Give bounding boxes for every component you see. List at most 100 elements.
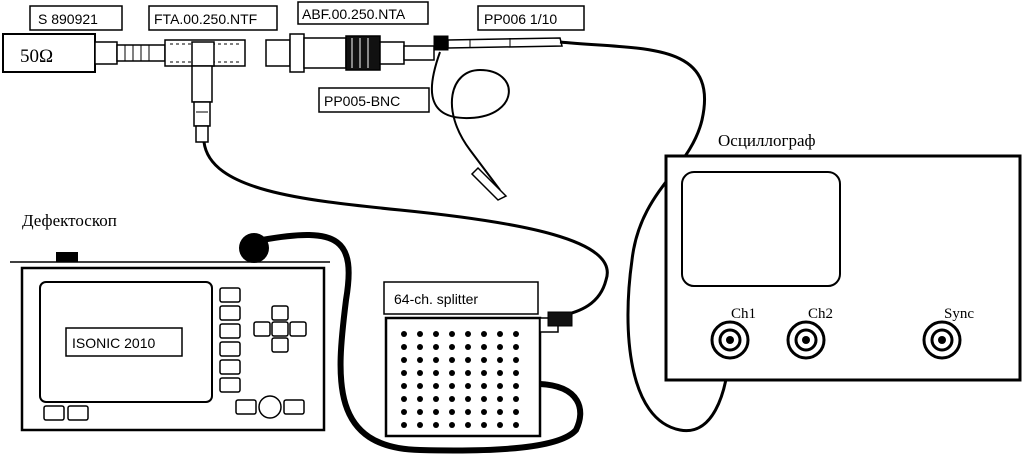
splitter-pin xyxy=(433,357,439,363)
flaw-detector-title: Дефектоскоп xyxy=(22,211,117,230)
splitter-pin xyxy=(513,409,519,415)
ch1-label: Ch1 xyxy=(731,306,756,322)
splitter-pin xyxy=(465,370,471,376)
side-button-4 xyxy=(219,341,241,357)
splitter-pin xyxy=(433,344,439,350)
splitter-label: 64-ch. splitter xyxy=(394,291,478,307)
splitter-pin xyxy=(401,422,407,428)
splitter-pin xyxy=(465,331,471,337)
probe-adapter-label-box: PP005-BNC xyxy=(318,87,430,113)
splitter-pin xyxy=(433,422,439,428)
bnc-tee-assembly xyxy=(94,33,563,143)
probe-adapter-label: PP005-BNC xyxy=(324,93,400,109)
splitter-pin xyxy=(401,331,407,337)
splitter-pin xyxy=(481,383,487,389)
splitter-pin xyxy=(481,409,487,415)
side-button-3 xyxy=(219,323,241,339)
adapter-1-label-box: FTA.00.250.NTF xyxy=(148,5,278,31)
side-button-6 xyxy=(219,377,241,393)
splitter-pin xyxy=(449,344,455,350)
splitter-pin xyxy=(433,370,439,376)
splitter-pin xyxy=(417,344,423,350)
splitter-pin xyxy=(465,396,471,402)
splitter-pin xyxy=(497,344,503,350)
splitter-pin xyxy=(497,331,503,337)
tee-to-splitter-cable xyxy=(202,141,609,318)
splitter-pin xyxy=(497,409,503,415)
splitter-pin xyxy=(481,396,487,402)
splitter-pin xyxy=(481,370,487,376)
splitter-pin xyxy=(513,344,519,350)
splitter-pin xyxy=(513,370,519,376)
splitter-pin xyxy=(497,357,503,363)
flaw-detector-connector xyxy=(239,233,269,263)
splitter-pin xyxy=(449,357,455,363)
splitter-pin xyxy=(417,396,423,402)
probe-label-box: PP006 1/10 xyxy=(477,5,585,31)
splitter-pin xyxy=(497,383,503,389)
termination-block: 50Ω xyxy=(2,33,96,73)
splitter-pin xyxy=(417,331,423,337)
splitter-pin xyxy=(465,409,471,415)
splitter-pin xyxy=(433,383,439,389)
splitter-pin xyxy=(401,370,407,376)
splitter-pin xyxy=(513,383,519,389)
splitter-pin xyxy=(417,383,423,389)
splitter-pin xyxy=(401,383,407,389)
splitter-pin xyxy=(497,396,503,402)
probe-label: PP006 1/10 xyxy=(484,11,557,27)
splitter-pin xyxy=(513,396,519,402)
sync-label: Sync xyxy=(944,306,974,322)
probe-ground-lead xyxy=(430,51,510,191)
splitter-pin xyxy=(481,422,487,428)
splitter-pin xyxy=(401,344,407,350)
splitter-pin xyxy=(465,422,471,428)
device-screen-label: ISONIC 2010 xyxy=(72,335,155,351)
side-button-5 xyxy=(219,359,241,375)
splitter-pin xyxy=(433,409,439,415)
adapter-1-label: FTA.00.250.NTF xyxy=(154,11,257,27)
splitter-pin xyxy=(449,396,455,402)
dpad-icon xyxy=(253,305,307,353)
splitter-pin xyxy=(401,409,407,415)
splitter-pin xyxy=(401,357,407,363)
serial-label: S 890921 xyxy=(38,11,98,27)
splitter-pin xyxy=(449,370,455,376)
serial-label-box: S 890921 xyxy=(29,5,123,31)
splitter-pin xyxy=(417,357,423,363)
splitter-pin xyxy=(449,383,455,389)
splitter-pin xyxy=(465,344,471,350)
splitter-pin xyxy=(417,409,423,415)
side-button-1 xyxy=(219,287,241,303)
splitter-pin xyxy=(401,396,407,402)
splitter-pin xyxy=(433,396,439,402)
splitter-pin xyxy=(481,331,487,337)
splitter-label-box: 64-ch. splitter xyxy=(383,281,539,315)
probe-to-ch1-cable xyxy=(559,40,732,433)
splitter-pin xyxy=(433,331,439,337)
splitter-pin xyxy=(449,422,455,428)
splitter-pin xyxy=(417,370,423,376)
side-button-2 xyxy=(219,305,241,321)
pin-grid-icon xyxy=(401,331,519,428)
ch2-label: Ch2 xyxy=(808,306,833,322)
adapter-2-label-box: ABF.00.250.NTA xyxy=(297,1,429,25)
splitter-pin xyxy=(449,409,455,415)
termination-label: 50Ω xyxy=(20,46,53,67)
splitter-pin xyxy=(481,344,487,350)
device-screen-label-box: ISONIC 2010 xyxy=(65,327,183,357)
splitter-pin xyxy=(449,331,455,337)
adapter-2-label: ABF.00.250.NTA xyxy=(302,6,406,22)
splitter-pin xyxy=(465,383,471,389)
splitter-pin xyxy=(513,422,519,428)
oscilloscope-title: Осциллограф xyxy=(718,131,816,150)
ch2-connector: Ch2 xyxy=(786,306,833,360)
detector-to-splitter-cable xyxy=(261,232,584,454)
splitter-pin xyxy=(481,357,487,363)
sync-connector: Sync xyxy=(922,306,974,360)
probe-clip xyxy=(470,166,508,201)
splitter-pin xyxy=(513,357,519,363)
splitter-pin xyxy=(497,422,503,428)
splitter-box xyxy=(384,311,573,438)
